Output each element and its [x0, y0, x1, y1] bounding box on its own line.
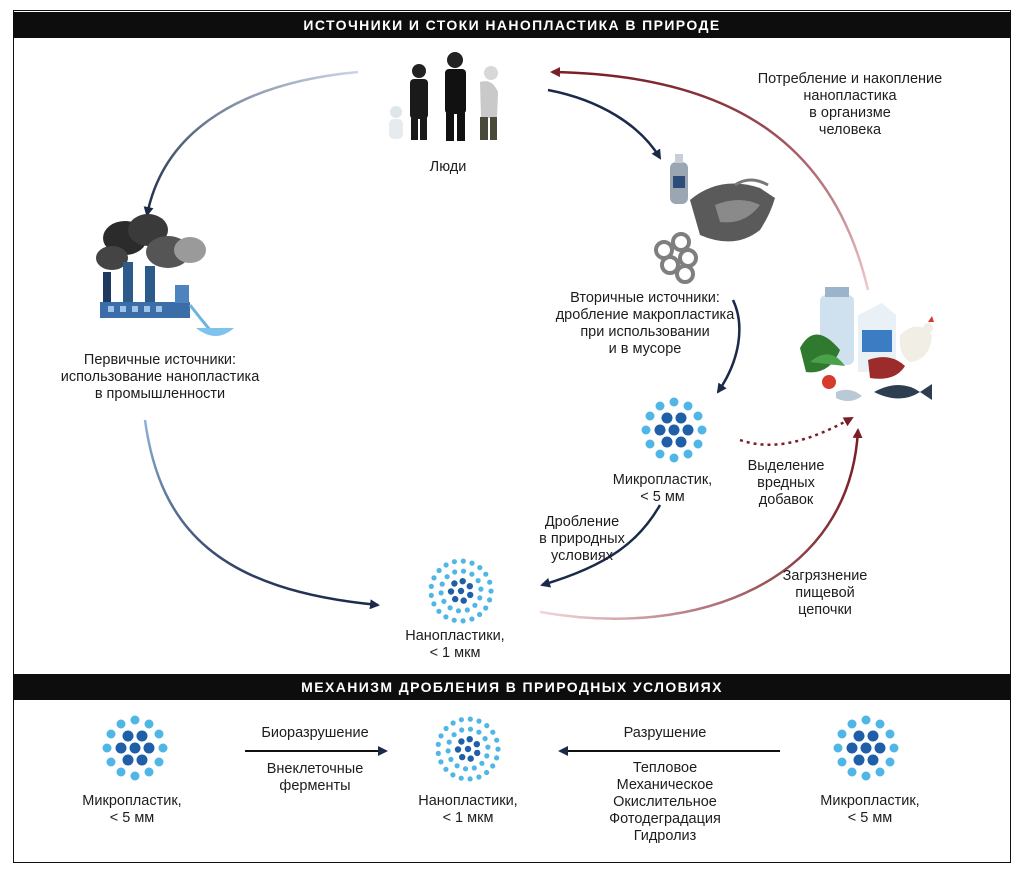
arrow-nano-to-food	[539, 428, 863, 620]
food-chain-label: Загрязнение пищевой цепочки	[782, 568, 868, 618]
arrow-micro-to-food-additives	[739, 416, 854, 446]
primary-sources-label: Первичные источники: использование наноп…	[60, 352, 260, 402]
bio-degradation-detail: Внеклеточные ферменты	[266, 761, 364, 794]
mechanism-micro-right-label: Микропластик, < 5 мм	[820, 793, 920, 826]
diagram-frame	[13, 10, 1011, 863]
arrow-primary-to-nano	[143, 419, 380, 610]
secondary-sources-label: Вторичные источники: дробление макроплас…	[555, 290, 735, 357]
food-icon	[800, 287, 934, 402]
mechanism-nano-label: Нанопластики, < 1 мкм	[418, 793, 518, 826]
mechanism-micro-right-particles-icon	[833, 715, 899, 781]
microplastic-label: Микропластик, < 5 мм	[612, 472, 713, 505]
abiotic-degradation-title: Разрушение	[623, 725, 707, 741]
arrow-secondary-to-micro	[716, 299, 741, 394]
nanoplastic-label: Нанопластики, < 1 мкм	[405, 628, 505, 661]
consumption-label: Потребление и накопление нанопластика в …	[757, 71, 943, 138]
bio-degradation-title: Биоразрушение	[261, 725, 369, 741]
microplastic-particles-icon	[641, 397, 707, 463]
plastic-waste-icon	[654, 154, 775, 284]
arrow-people-to-secondary	[547, 88, 662, 160]
mechanism-nano-particles-icon	[435, 716, 501, 782]
arrow-micro-to-nano	[540, 504, 662, 588]
people-label: Люди	[429, 159, 467, 175]
abiotic-degradation-detail: Тепловое Механическое Окислительное Фото…	[609, 760, 721, 844]
people-icon	[389, 52, 498, 141]
factory-icon	[96, 214, 234, 336]
arrow-food-to-people	[550, 67, 870, 291]
section-title-mechanism: МЕХАНИЗМ ДРОБЛЕНИЯ В ПРИРОДНЫХ УСЛОВИЯХ	[13, 674, 1011, 700]
mechanism-micro-left-particles-icon	[102, 715, 168, 781]
nanoplastic-particles-icon	[428, 558, 494, 624]
arrow-people-to-primary	[143, 70, 359, 217]
particle-layer	[102, 397, 899, 782]
mechanism-micro-left-label: Микропластик, < 5 мм	[82, 793, 182, 826]
additives-label: Выделение вредных добавок	[747, 458, 825, 508]
fragmentation-label: Дробление в природных условиях	[539, 514, 625, 564]
section-title-sources: ИСТОЧНИКИ И СТОКИ НАНОПЛАСТИКА В ПРИРОДЕ	[13, 12, 1011, 38]
